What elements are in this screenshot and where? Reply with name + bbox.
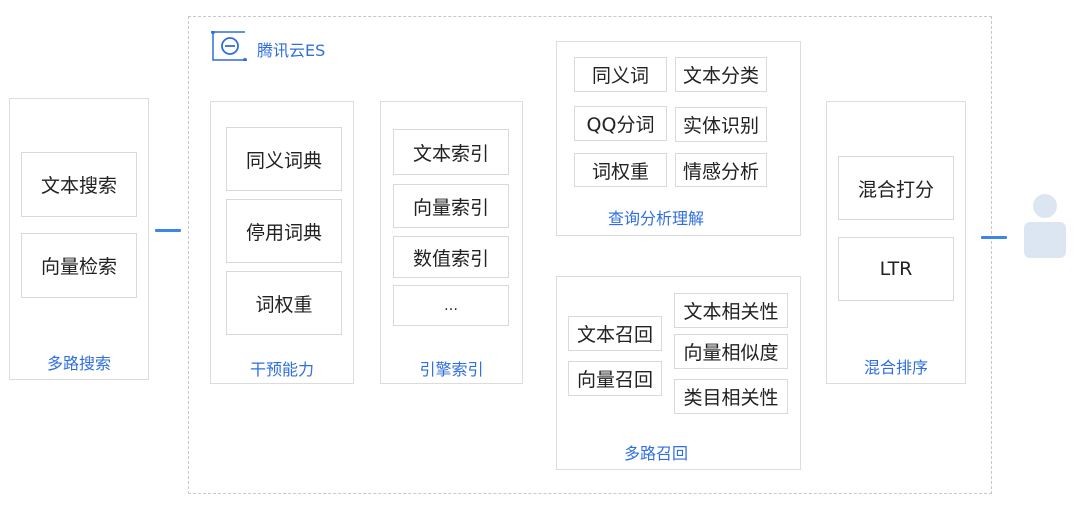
term-weight-box: 词权重 xyxy=(226,271,342,335)
query-analysis-title: 查询分析理解 xyxy=(607,209,704,228)
text-index-box: 文本索引 xyxy=(393,129,509,175)
user-avatar-icon xyxy=(1022,193,1068,259)
text-classification-box: 文本分类 xyxy=(675,57,767,92)
qq-segmentation-box: QQ分词 xyxy=(574,106,667,141)
hybrid-rank-title: 混合排序 xyxy=(863,358,928,377)
multi-recall-title: 多路召回 xyxy=(623,444,688,463)
numeric-index-box: 数值索引 xyxy=(393,236,509,278)
tencent-es-container xyxy=(188,16,992,494)
multi-search-title: 多路搜索 xyxy=(46,354,111,373)
vector-recall-box: 向量召回 xyxy=(568,361,662,396)
text-recall-box: 文本召回 xyxy=(568,316,662,351)
vector-search-box: 向量检索 xyxy=(21,233,137,298)
text-search-box: 文本搜索 xyxy=(21,152,137,217)
vector-similarity-box: 向量相似度 xyxy=(674,334,788,369)
text-relevance-box: 文本相关性 xyxy=(674,293,788,328)
flow-arrow-2 xyxy=(981,236,1007,239)
flow-arrow-1 xyxy=(155,229,181,232)
vector-index-box: 向量索引 xyxy=(393,184,509,228)
more-index-box: … xyxy=(393,285,509,326)
hybrid-score-box: 混合打分 xyxy=(838,156,954,220)
synonym-box: 同义词 xyxy=(574,57,667,92)
engine-index-title: 引擎索引 xyxy=(419,360,484,379)
tencent-cloud-logo-icon xyxy=(211,30,247,62)
synonym-dict-box: 同义词典 xyxy=(226,127,342,191)
category-relevance-box: 类目相关性 xyxy=(674,379,788,414)
ltr-box: LTR xyxy=(838,237,954,301)
term-weight-query-box: 词权重 xyxy=(574,153,667,187)
sentiment-analysis-box: 情感分析 xyxy=(675,153,767,187)
stopword-dict-box: 停用词典 xyxy=(226,199,342,263)
entity-recognition-box: 实体识别 xyxy=(675,107,767,142)
brand-label: 腾讯云ES xyxy=(257,41,326,60)
intervention-title: 干预能力 xyxy=(249,360,314,379)
